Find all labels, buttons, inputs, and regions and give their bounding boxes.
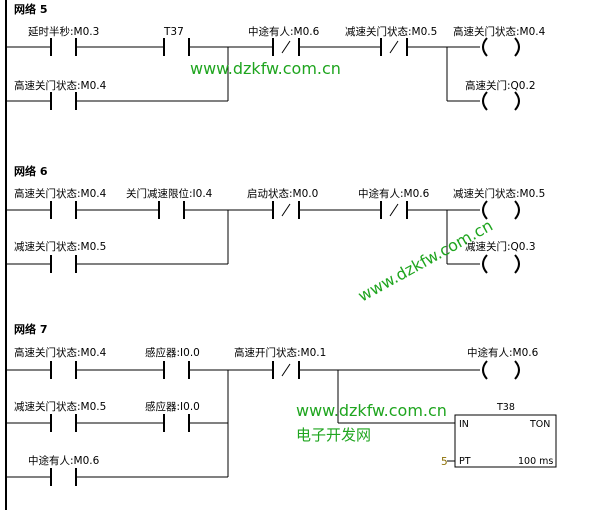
contact-label: 高速关门状态:M0.4 bbox=[14, 79, 107, 92]
timer-base: 100 ms bbox=[518, 456, 553, 467]
contact-fast-open-state-nc[interactable] bbox=[272, 361, 300, 379]
timer-pt-label: PT bbox=[459, 456, 471, 467]
coil-midway-person[interactable] bbox=[482, 360, 520, 380]
contact-label: 关门减速限位:I0.4 bbox=[126, 187, 213, 200]
contact-slow-close-state[interactable] bbox=[50, 414, 77, 432]
network-6-rung-wires bbox=[6, 209, 480, 265]
coil-fast-close-state[interactable] bbox=[482, 37, 520, 57]
contact-label: 延时半秒:M0.3 bbox=[28, 25, 99, 38]
timer-name: T38 bbox=[496, 402, 515, 413]
contact-label: 高速开门状态:M0.1 bbox=[234, 346, 326, 359]
contact-slow-close-state[interactable] bbox=[50, 255, 77, 273]
contact-midway-person-nc[interactable] bbox=[272, 38, 300, 56]
coil-label: 减速关门:Q0.3 bbox=[465, 240, 536, 253]
watermark-url: www.dzkfw.com.cn bbox=[296, 401, 447, 420]
timer-type: TON bbox=[529, 419, 550, 430]
contact-close-slow-limit[interactable] bbox=[158, 201, 185, 219]
contact-fast-close-state[interactable] bbox=[50, 361, 77, 379]
timer-block-t38[interactable] bbox=[454, 414, 557, 468]
coil-label: 高速关门状态:M0.4 bbox=[453, 25, 546, 38]
contact-label: 启动状态:M0.0 bbox=[247, 187, 318, 200]
contact-midway-person[interactable] bbox=[50, 468, 77, 486]
network-5-rung-wires bbox=[6, 46, 480, 102]
network-7-rung-wires bbox=[6, 369, 480, 478]
network-5-title: 网络 5 bbox=[14, 2, 47, 16]
contact-label: 中途有人:M0.6 bbox=[248, 25, 320, 38]
contact-label: 减速关门状态:M0.5 bbox=[14, 240, 106, 253]
contact-t37[interactable] bbox=[163, 38, 190, 56]
timer-preset-value: 5 bbox=[441, 456, 448, 468]
contact-label: 减速关门状态:M0.5 bbox=[14, 400, 106, 413]
timer-in-label: IN bbox=[459, 419, 469, 430]
network-7-title: 网络 7 bbox=[14, 322, 47, 336]
contact-label: T37 bbox=[163, 26, 184, 38]
network-6-title: 网络 6 bbox=[14, 164, 48, 178]
contact-midway-person-nc[interactable] bbox=[380, 201, 408, 219]
contact-delay-half-second[interactable] bbox=[50, 38, 77, 56]
coil-slow-close-output[interactable] bbox=[482, 254, 520, 274]
contact-sensor[interactable] bbox=[163, 414, 190, 432]
contact-label: 中途有人:M0.6 bbox=[358, 187, 430, 200]
coil-fast-close-output[interactable] bbox=[482, 91, 520, 111]
contact-label: 高速关门状态:M0.4 bbox=[14, 346, 107, 359]
contact-sensor[interactable] bbox=[163, 361, 190, 379]
contact-label: 高速关门状态:M0.4 bbox=[14, 187, 107, 200]
coil-slow-close-state[interactable] bbox=[482, 200, 520, 220]
contact-fast-close-state[interactable] bbox=[50, 92, 77, 110]
watermark-site-name: 电子开发网 bbox=[296, 426, 371, 444]
contact-fast-close-state[interactable] bbox=[50, 201, 77, 219]
coil-label: 中途有人:M0.6 bbox=[467, 346, 539, 359]
contact-slow-close-state-nc[interactable] bbox=[380, 38, 408, 56]
contact-start-state-nc[interactable] bbox=[272, 201, 300, 219]
contact-label: 中途有人:M0.6 bbox=[28, 454, 100, 467]
coil-label: 高速关门:Q0.2 bbox=[465, 79, 536, 92]
contact-label: 感应器:I0.0 bbox=[145, 400, 200, 413]
watermark-url-rotated: www.dzkfw.com.cn bbox=[355, 216, 496, 306]
contact-label: 感应器:I0.0 bbox=[145, 346, 200, 359]
watermark-url: www.dzkfw.com.cn bbox=[190, 59, 341, 78]
contact-label: 减速关门状态:M0.5 bbox=[345, 25, 437, 38]
coil-label: 减速关门状态:M0.5 bbox=[453, 187, 545, 200]
